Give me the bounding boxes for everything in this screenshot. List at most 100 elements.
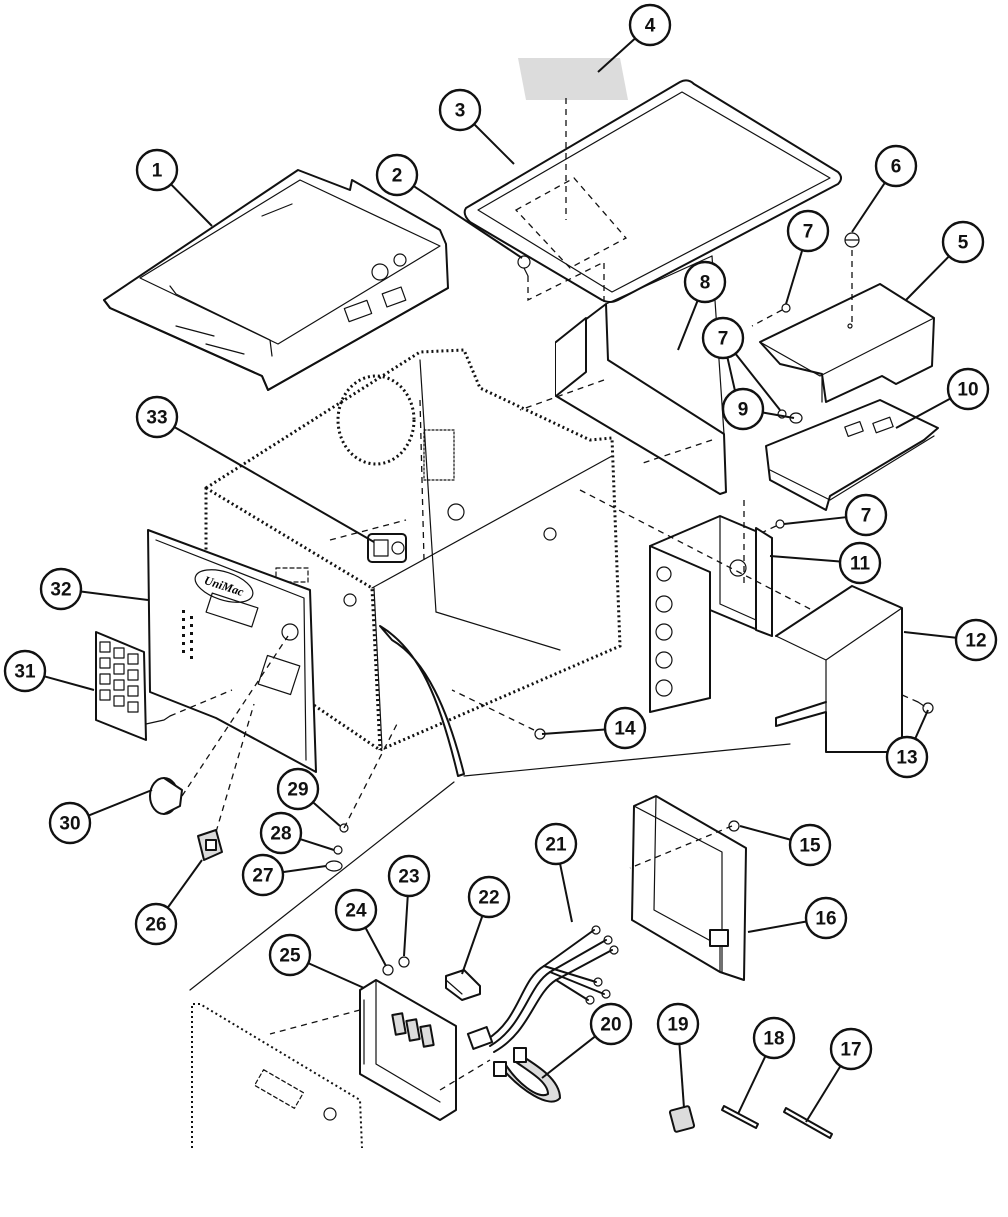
part-33-relay <box>367 533 407 563</box>
callout-label-8: 8 <box>700 273 711 294</box>
leader-line-13 <box>914 709 929 740</box>
callout-circle-17 <box>829 1027 873 1071</box>
leader-line-25 <box>307 962 365 989</box>
callout-circle-1 <box>135 148 179 192</box>
leader-line-20 <box>541 1035 596 1079</box>
leader-line-4 <box>597 37 636 73</box>
leader-line-9 <box>762 411 795 419</box>
callout-12: 12 <box>954 618 998 662</box>
callout-31: 31 <box>3 649 47 693</box>
leader-line-17 <box>805 1065 842 1123</box>
callout-label-13: 13 <box>896 748 917 769</box>
callout-2: 2 <box>375 153 419 197</box>
leader-line-18 <box>737 1055 767 1115</box>
callout-label-18: 18 <box>763 1029 784 1050</box>
callout-24: 24 <box>334 888 378 932</box>
leader-line-24 <box>364 927 387 967</box>
callout-label-32: 32 <box>50 580 71 601</box>
callout-13: 13 <box>885 735 929 779</box>
callout-circle-21 <box>534 822 578 866</box>
part-1-base-plate <box>103 169 449 391</box>
callout-label-24: 24 <box>345 901 367 922</box>
leader-line-3 <box>473 123 515 165</box>
callout-label-4: 4 <box>645 16 656 37</box>
callout-10: 10 <box>946 367 990 411</box>
callout-16: 16 <box>804 896 848 940</box>
callout-7a: 7 <box>786 209 830 253</box>
part-15-screw <box>728 820 740 832</box>
leader-line-7a <box>785 249 804 305</box>
callout-circle-26 <box>134 902 178 946</box>
callout-label-15: 15 <box>799 836 821 857</box>
part-22-module <box>445 969 481 1001</box>
part-14-screw <box>451 689 546 740</box>
callout-label-31: 31 <box>14 662 36 683</box>
callout-5: 5 <box>941 220 985 264</box>
part-32-front-panel: UniMac <box>147 529 317 773</box>
callout-circle-22 <box>467 875 511 919</box>
part-21-wire-harness <box>466 925 619 1053</box>
callout-8: 8 <box>683 260 727 304</box>
callout-circle-23 <box>387 854 431 898</box>
callout-label-26: 26 <box>145 915 166 936</box>
callout-7b: 7 <box>701 316 745 360</box>
callout-9: 9 <box>721 387 765 431</box>
callout-label-29: 29 <box>287 780 308 801</box>
part-23-nut <box>398 956 410 968</box>
callout-label-28: 28 <box>270 824 291 845</box>
callout-circle-7a <box>786 209 830 253</box>
callout-circle-29 <box>276 767 320 811</box>
leader-line-30 <box>88 789 153 817</box>
callout-17: 17 <box>829 1027 873 1071</box>
callout-23: 23 <box>387 854 431 898</box>
part-6-cap-nut <box>844 232 860 248</box>
leader-line-2 <box>413 185 523 259</box>
leader-line-1 <box>170 183 213 227</box>
callout-label-9: 9 <box>738 400 749 421</box>
callout-circle-20 <box>589 1002 633 1046</box>
callout-15: 15 <box>788 823 832 867</box>
callout-20: 20 <box>589 1002 633 1046</box>
callout-label-20: 20 <box>600 1015 621 1036</box>
callout-circle-33 <box>135 395 179 439</box>
callout-label-21: 21 <box>545 835 567 856</box>
callout-label-11: 11 <box>850 554 871 575</box>
leader-line-29 <box>312 801 341 827</box>
leader-line-11 <box>769 555 841 563</box>
callout-1: 1 <box>135 148 179 192</box>
leader-line-16 <box>747 920 807 933</box>
callout-circle-16 <box>804 896 848 940</box>
callout-circle-28 <box>259 811 303 855</box>
leader-line-7c <box>783 516 847 525</box>
leader-line-28 <box>299 838 335 851</box>
part-12-cover <box>775 585 903 753</box>
part-10-bracket-plate <box>765 399 939 511</box>
part-3-top-panel <box>463 79 842 303</box>
callout-circle-32 <box>39 567 83 611</box>
leader-line-14 <box>541 728 606 735</box>
part-31-keypad <box>95 631 233 741</box>
detail-arrow <box>189 625 791 991</box>
leader-line-5 <box>905 255 950 301</box>
callout-circle-10 <box>946 367 990 411</box>
callout-25: 25 <box>268 933 312 977</box>
callout-label-12: 12 <box>965 631 986 652</box>
part-26-rocker-switch <box>197 703 255 861</box>
callout-circle-13 <box>885 735 929 779</box>
part-13-screw <box>899 693 934 714</box>
leader-line-21 <box>559 863 573 923</box>
callout-circle-11 <box>838 541 882 585</box>
part-16-board-enclosure <box>629 795 747 981</box>
callout-label-25: 25 <box>279 946 301 967</box>
leader-line-6 <box>851 182 886 233</box>
callout-22: 22 <box>467 875 511 919</box>
callout-circle-8 <box>683 260 727 304</box>
callout-label-10: 10 <box>957 380 978 401</box>
callout-label-33: 33 <box>146 408 167 429</box>
part-4-label-decal <box>518 58 628 100</box>
callout-circle-18 <box>752 1016 796 1060</box>
part-19-grommet <box>668 1105 696 1133</box>
callout-circle-7b <box>701 316 745 360</box>
callout-circle-9 <box>721 387 765 431</box>
